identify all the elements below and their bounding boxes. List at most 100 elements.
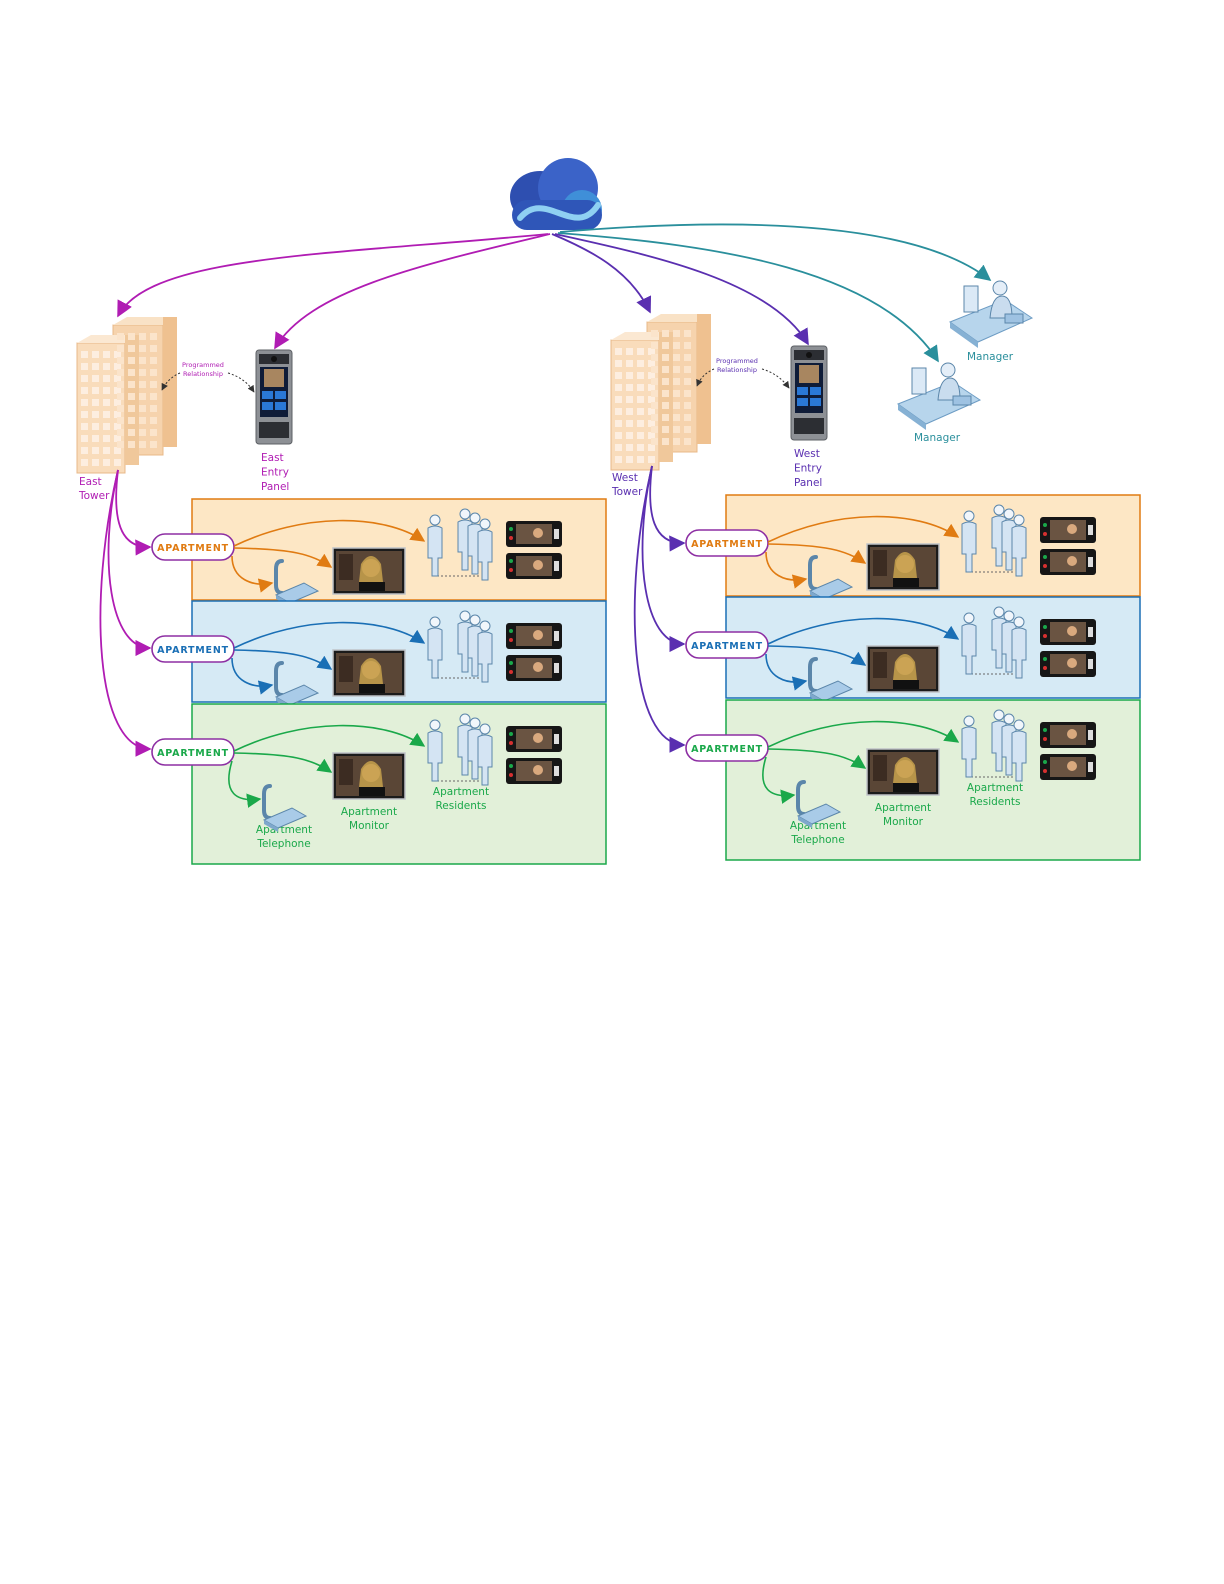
monitor-shoulders [359,787,385,796]
unlock-key [1088,557,1093,567]
head [480,621,490,631]
decline-dot [509,568,513,572]
telephone-label: Telephone [256,838,310,850]
head [430,720,440,730]
building-window [139,357,146,364]
building-window [673,426,680,433]
manager-1-label: Manager [967,351,1014,363]
building-window [637,396,644,403]
unlock-key [1088,730,1093,740]
building-window [662,390,669,397]
panel-key [275,391,286,399]
panel-keypad [794,418,824,434]
building-window [637,408,644,415]
cloud-to-east-tower-arrow [118,234,548,316]
building-window [114,423,121,430]
west-tower-building-icon [611,314,711,470]
smartphone-icon [506,726,562,752]
building-window [81,459,88,466]
head [460,714,470,724]
building-window [662,366,669,373]
unlock-key [554,766,559,776]
panel-key [810,398,821,406]
building-window [103,459,110,466]
panel-camera [806,352,812,358]
residents-label: Residents [969,796,1020,808]
west-panel-label: Entry [794,463,822,475]
apartment-label: APARTMENT [691,539,763,550]
apartment-label: APARTMENT [691,641,763,652]
building-window [615,408,622,415]
building-window [103,411,110,418]
monitor-shoulders [893,783,919,792]
building-window [662,354,669,361]
building-window [684,354,691,361]
east-tower-label: Tower [78,490,110,502]
east-panel-label: Entry [261,467,289,479]
smartphone-icon [506,758,562,784]
building-window [117,405,124,412]
building-window [128,417,135,424]
building-window [648,432,655,439]
building-window [648,420,655,427]
building-window [626,360,633,367]
west-relationship-label: Programmed [716,357,758,365]
decline-dot [509,670,513,674]
phone [953,396,971,405]
head [1014,720,1024,730]
monitor-bg [339,759,353,785]
building-window [615,432,622,439]
panel-keypad [259,422,289,438]
answer-dot [1043,523,1047,527]
decline-dot [1043,634,1047,638]
panel-key [275,402,286,410]
smartphone-icon [506,521,562,547]
head [480,519,490,529]
answer-dot [1043,555,1047,559]
building-window [684,390,691,397]
east-relationship-arrow [228,373,254,392]
monitor [964,286,978,312]
person-head [941,363,955,377]
building-window [150,345,157,352]
building-window [114,459,121,466]
building-window [651,366,658,373]
building-window [117,333,124,340]
building-window [92,423,99,430]
decline-dot [1043,737,1047,741]
panel-key [262,402,273,410]
building-window [626,420,633,427]
building-window [637,360,644,367]
building-window [637,384,644,391]
building-window [684,342,691,349]
building-window [114,387,121,394]
building-window [637,348,644,355]
head [1014,617,1024,627]
building-window [103,363,110,370]
building-window [673,402,680,409]
smartphone-face [1067,761,1077,771]
building-window [615,444,622,451]
building-window [114,399,121,406]
building-window [92,399,99,406]
smartphone-icon [506,623,562,649]
building-window [103,351,110,358]
building-window [139,429,146,436]
smartphone-face [1067,556,1077,566]
residents-label: Apartment [967,782,1023,794]
answer-dot [509,527,513,531]
decline-dot [1043,564,1047,568]
head [994,607,1004,617]
building-window [128,393,135,400]
building-window [662,426,669,433]
building-window [92,375,99,382]
building-window [615,420,622,427]
building-window [117,429,124,436]
west-tower-to-apartment-3-arrow [635,466,684,745]
building-window [150,381,157,388]
building-window [615,456,622,463]
building-window [648,396,655,403]
building-window [651,354,658,361]
east-tower-label: East [79,476,102,488]
building-window [81,447,88,454]
